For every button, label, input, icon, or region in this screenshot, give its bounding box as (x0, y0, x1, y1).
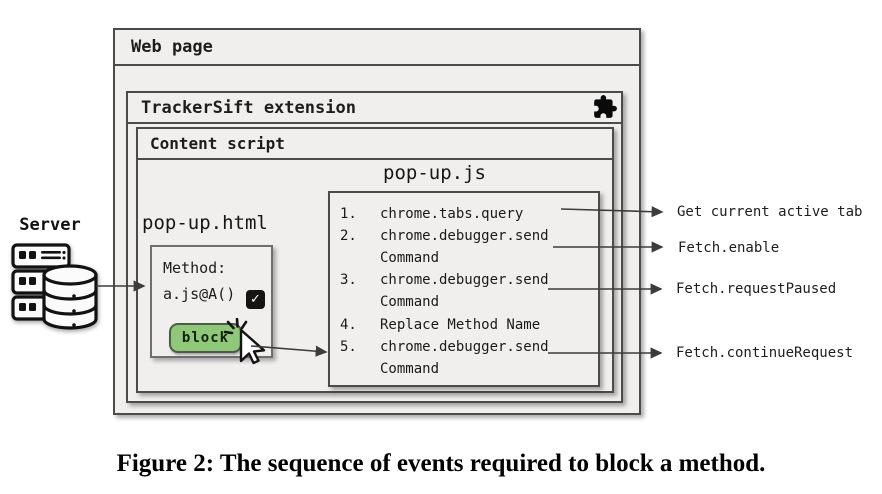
step-number: 2. (340, 228, 357, 245)
popup-js-steps-box: 1. chrome.tabs.query 2. chrome.debugger.… (328, 191, 600, 387)
trackersift-title: TrackerSift extension (141, 97, 356, 118)
puzzle-icon (592, 94, 618, 120)
step-text: Command (380, 360, 440, 377)
popup-js-label: pop-up.js (383, 162, 486, 184)
step-text: Command (380, 294, 440, 311)
step-text: Replace Method Name (380, 316, 541, 333)
step-text: chrome.tabs.query (380, 206, 524, 223)
content-script-title: Content script (150, 134, 285, 153)
block-button-label: block (181, 330, 230, 346)
annotation-label: Fetch.continueRequest (676, 345, 854, 361)
web-page-title-row: Web page (115, 30, 639, 66)
step-number: 4. (340, 316, 357, 333)
step-text: Command (380, 250, 440, 267)
step-row: 1. chrome.tabs.query (330, 203, 598, 225)
step-row: 3. chrome.debugger.send (330, 269, 598, 291)
method-checkbox[interactable]: ✓ (246, 290, 265, 309)
step-row: 5. chrome.debugger.send (330, 336, 598, 358)
step-number: 1. (340, 206, 357, 223)
content-script-title-row: Content script (138, 129, 612, 160)
step-number: 3. (340, 272, 357, 289)
annotation-label: Fetch.enable (678, 240, 780, 256)
step-row: Command (330, 358, 598, 380)
web-page-title: Web page (131, 37, 213, 57)
server-label: Server (19, 215, 81, 235)
annotation-label: Fetch.requestPaused (676, 281, 837, 297)
step-text: chrome.debugger.send (380, 228, 549, 245)
step-row: Command (330, 247, 598, 269)
step-row: Command (330, 291, 598, 313)
step-row: 2. chrome.debugger.send (330, 225, 598, 247)
cursor-icon (221, 318, 267, 368)
block-button[interactable]: block (169, 323, 242, 353)
popup-html-label: pop-up.html (142, 212, 268, 234)
server-icon (10, 241, 98, 333)
checkmark-icon: ✓ (250, 292, 261, 307)
step-text: chrome.debugger.send (380, 272, 549, 289)
figure-caption: Figure 2: The sequence of events require… (116, 450, 766, 477)
annotation-label: Get current active tab (677, 204, 863, 220)
step-number: 5. (340, 338, 357, 355)
method-label: Method: (163, 259, 227, 277)
method-value: a.js@A() (163, 285, 236, 303)
step-text: chrome.debugger.send (380, 338, 549, 355)
trackersift-title-row: TrackerSift extension (128, 93, 621, 124)
step-row: 4. Replace Method Name (330, 313, 598, 335)
